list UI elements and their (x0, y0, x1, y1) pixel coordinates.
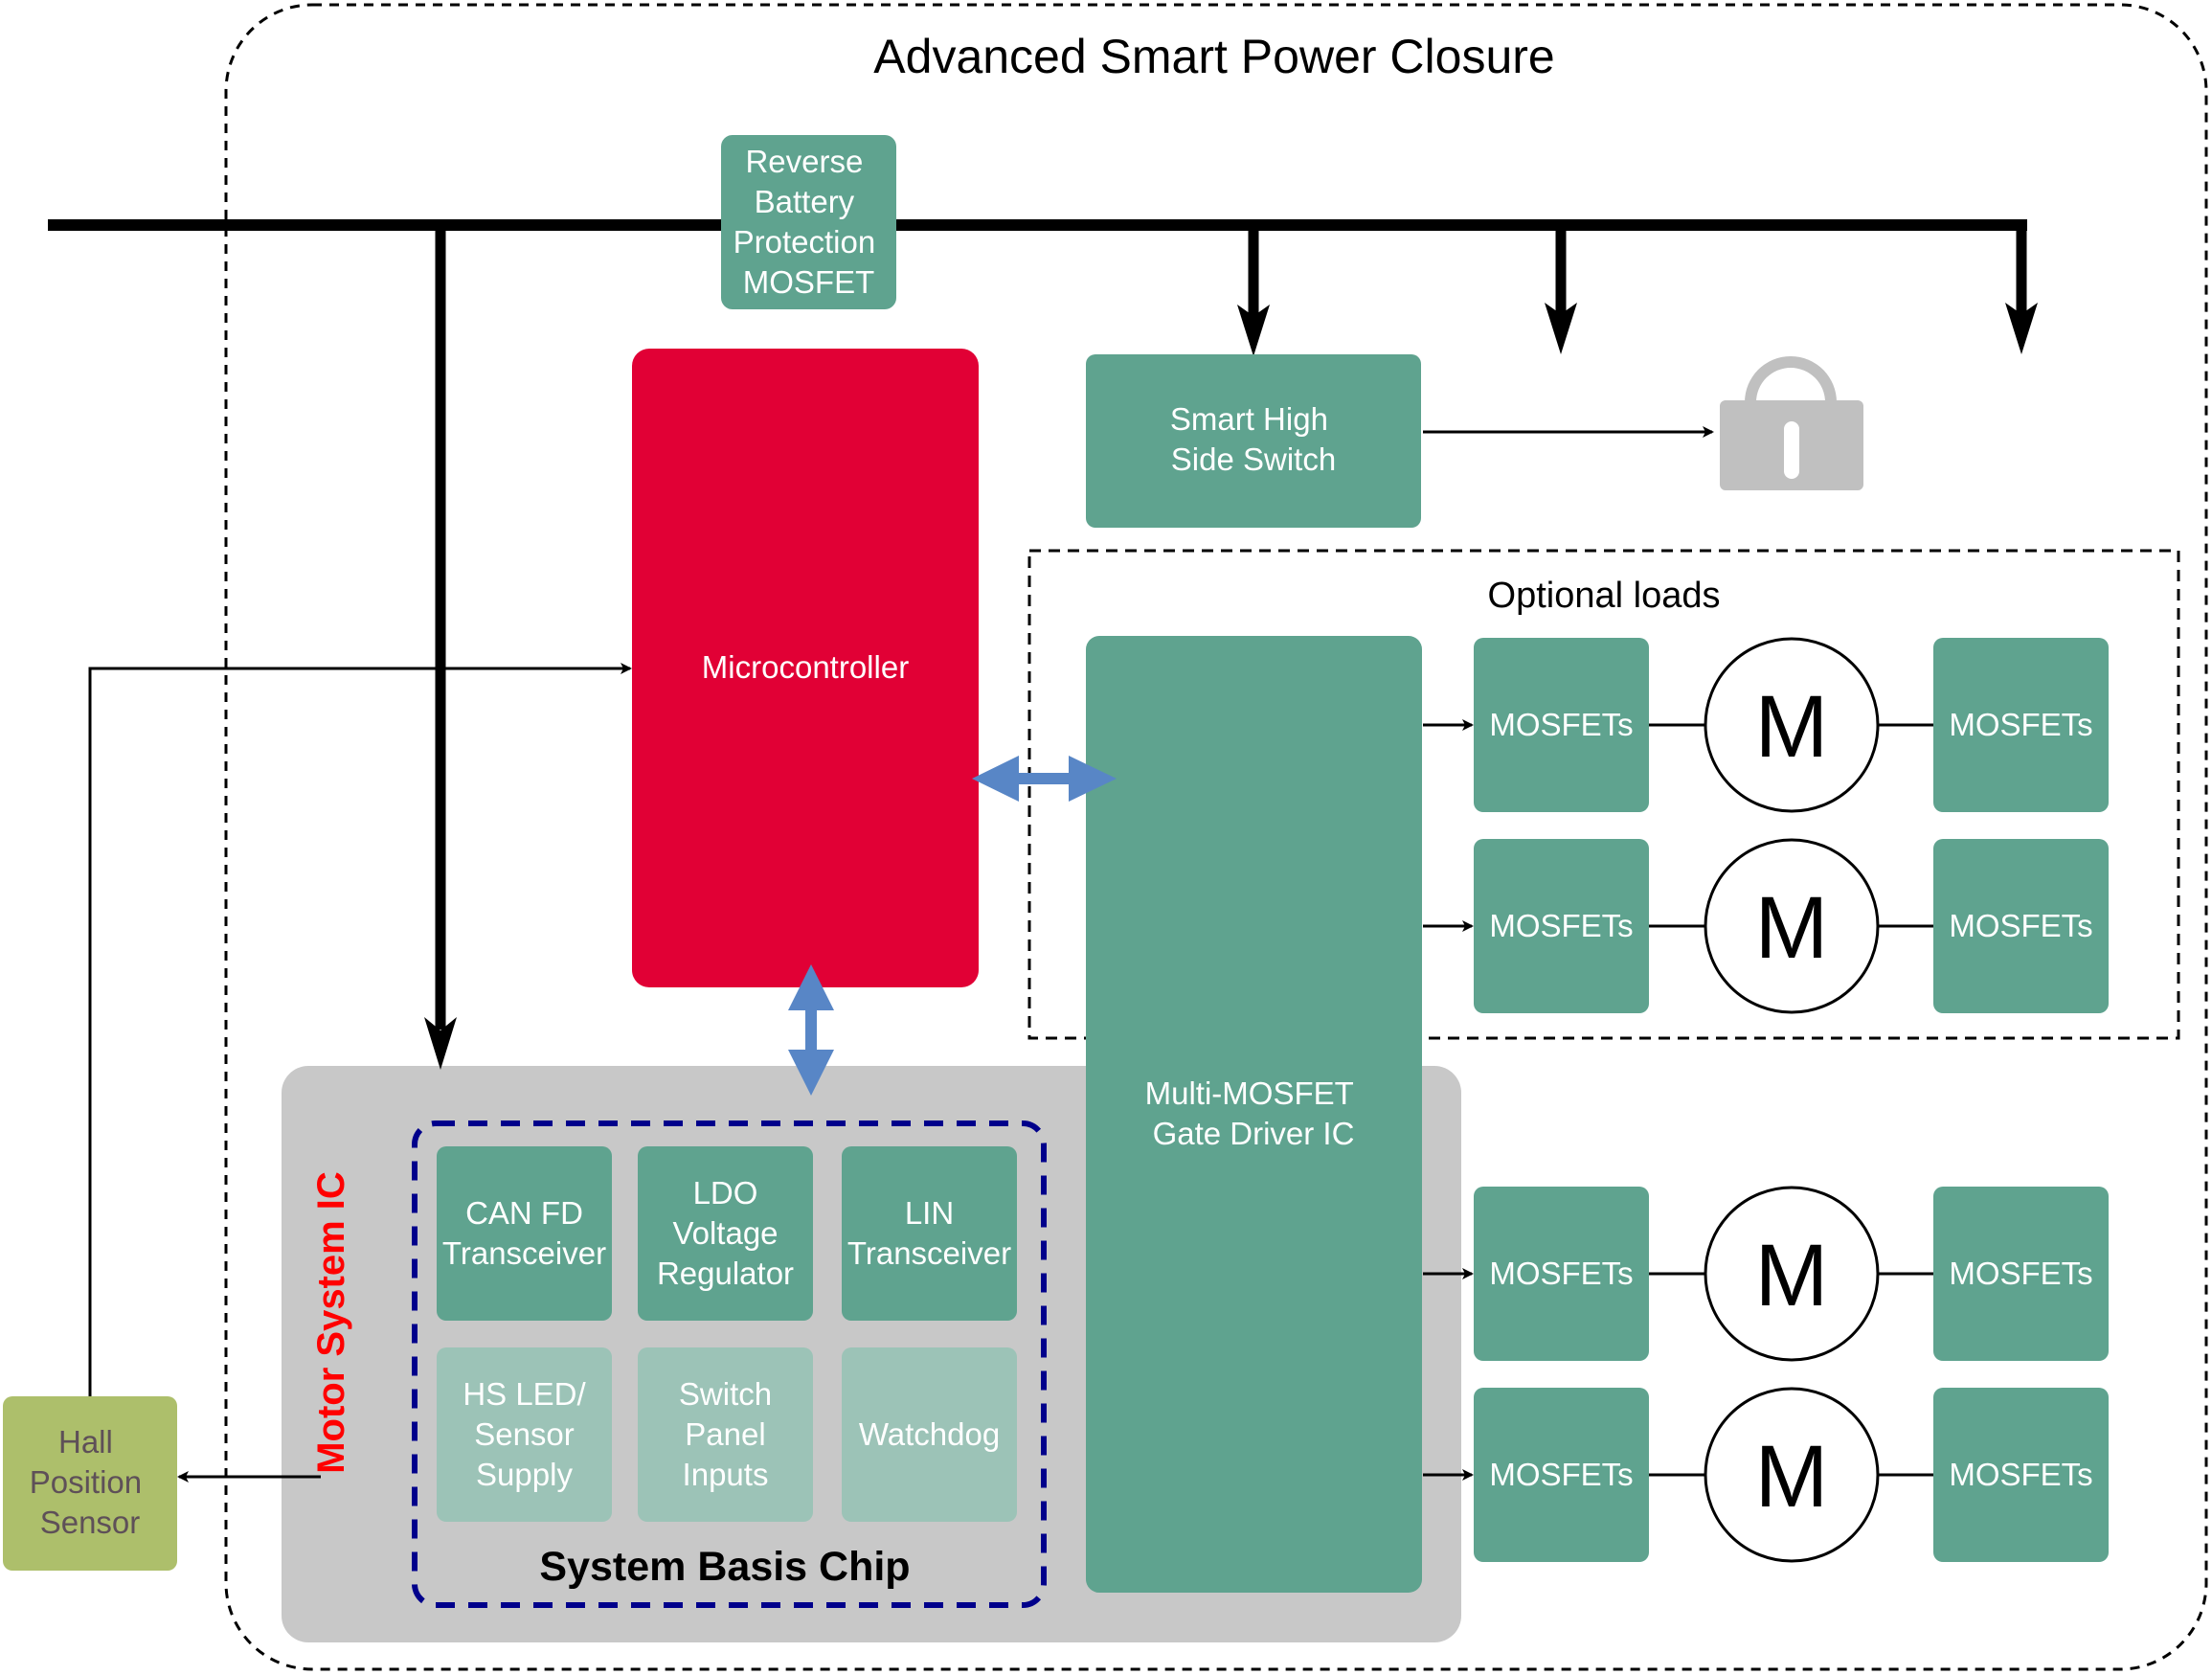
motor[interactable]: M (1704, 1186, 1880, 1362)
mosfet-label: MOSFETs (1489, 707, 1633, 742)
motor-label: M (1755, 879, 1829, 977)
mosfet-label: MOSFETs (1949, 707, 2092, 742)
sbc-cell[interactable]: Watchdog (842, 1347, 1017, 1522)
mosfet-right[interactable]: MOSFETs (1933, 638, 2109, 812)
microcontroller[interactable]: Microcontroller (632, 349, 979, 987)
sbc-cell-box (638, 1146, 813, 1321)
motor-system-ic-label: Motor System IC (310, 1171, 352, 1474)
motor-circle (1704, 637, 1880, 813)
svg-text:Reverse Battery Pr: Reverse Battery Protection MOSFET (734, 144, 885, 300)
mosfet-label: MOSFETs (1489, 1457, 1633, 1492)
motor-circle (1704, 1387, 1880, 1563)
mosfet-right[interactable]: MOSFETs (1933, 1187, 2109, 1361)
mosfet-label: MOSFETs (1949, 1457, 2092, 1492)
motor-circle (1704, 838, 1880, 1014)
motor-label: M (1755, 1227, 1829, 1324)
svg-text:Hall Position Sens: Hall Position Sensor (30, 1424, 151, 1540)
lock-icon (1720, 356, 1863, 490)
svg-text:Smart High Side Switch: Smart High Side Switch (1170, 401, 1337, 477)
motor-row: MOSFETs M MOSFETs (1423, 838, 2109, 1014)
sbc-cell-box (437, 1347, 612, 1522)
optional-loads-frame (1027, 549, 2180, 1040)
smart-high-side-switch[interactable]: Smart High Side Switch (1086, 354, 1421, 528)
gate-driver-ic[interactable]: Multi-MOSFET Gate Driver IC (1086, 636, 1422, 1593)
mosfet-left[interactable]: MOSFETs (1474, 1187, 1649, 1361)
mosfet-label: MOSFETs (1949, 1256, 2092, 1291)
mosfet-label: MOSFETs (1949, 908, 2092, 943)
bus-drop-msic (424, 225, 457, 1070)
sbc-cell-label: Watchdog (859, 1416, 1000, 1452)
system-basis-chip-label: System Basis Chip (539, 1544, 910, 1590)
motor-label: M (1755, 1428, 1829, 1526)
motor-row: MOSFETs M MOSFETs (1423, 637, 2109, 813)
mosfet-right[interactable]: MOSFETs (1933, 1388, 2109, 1562)
optional-loads-label: Optional loads (1488, 576, 1721, 616)
motor-label: M (1755, 678, 1829, 776)
bus-drop-2 (1545, 225, 1577, 354)
mosfet-left[interactable]: MOSFETs (1474, 1388, 1649, 1562)
hall-to-mcu-line (88, 663, 632, 1396)
sbc-cell-box (842, 1146, 1017, 1321)
svg-text:Multi-MOSFET Gate Driver: Multi-MOSFET Gate Driver IC (1145, 1075, 1363, 1151)
mcu-sbc-link (788, 964, 834, 1096)
mosfet-left[interactable]: MOSFETs (1474, 839, 1649, 1013)
system-basis-chip-frame (412, 1120, 1047, 1608)
motor[interactable]: M (1704, 838, 1880, 1014)
mosfet-right[interactable]: MOSFETs (1933, 839, 2109, 1013)
motor[interactable]: M (1704, 1387, 1880, 1563)
svg-text:Microcontroller: Microcontroller (702, 649, 909, 685)
motor-row: MOSFETs M MOSFETs (1423, 1186, 2109, 1362)
sbc-cell-box (638, 1347, 813, 1522)
bus-drop-3 (2005, 225, 2038, 354)
motor-row: MOSFETs M MOSFETs (1423, 1387, 2109, 1563)
motor-circle (1704, 1186, 1880, 1362)
outer-frame (224, 3, 2208, 1671)
mosfet-label: MOSFETs (1489, 908, 1633, 943)
motor[interactable]: M (1704, 637, 1880, 813)
mcu-gate-driver-link (972, 756, 1117, 802)
mosfet-label: MOSFETs (1489, 1256, 1633, 1291)
reverse-battery-mosfet[interactable]: Reverse Battery Protection MOSFET (721, 135, 896, 309)
hall-position-sensor[interactable]: Hall Position Sensor (3, 1396, 177, 1571)
diagram-title: Advanced Smart Power Closure (873, 30, 1554, 83)
bus-drop-shss (1237, 225, 1270, 356)
sbc-cell-box (437, 1146, 612, 1321)
sbc-cell-box (842, 1347, 1017, 1522)
mosfet-left[interactable]: MOSFETs (1474, 638, 1649, 812)
